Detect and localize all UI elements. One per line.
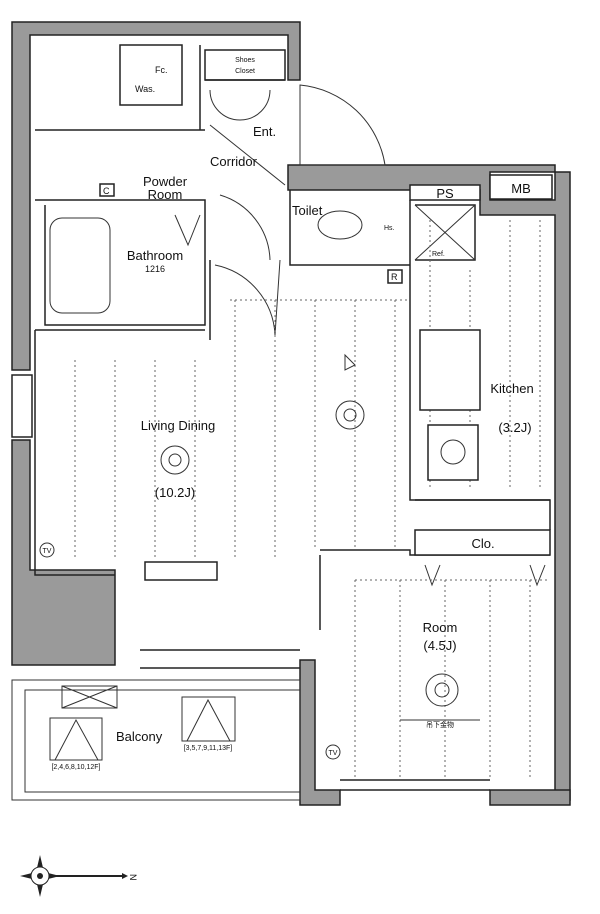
- doors: [174, 84, 546, 587]
- bathtub: [49, 217, 111, 314]
- hs-label: Hs.: [384, 225, 395, 232]
- tv-outlet-1: [39, 542, 55, 558]
- powder-room-label-2: Room: [148, 187, 183, 202]
- toilet-label: Toilet: [292, 203, 323, 218]
- interior-walls: [11, 44, 553, 801]
- r-box: [387, 269, 403, 284]
- shoes-closet-label-1: Shoes: [235, 57, 255, 64]
- corridor-label: Corridor: [210, 154, 258, 169]
- tv-label-2: TV: [329, 750, 338, 757]
- closet-label: Clo.: [471, 536, 494, 551]
- bathroom-size-label: 1216: [145, 264, 165, 274]
- room-label: Room: [423, 620, 458, 635]
- room-size: (4.5J): [423, 638, 456, 653]
- closet-c-box: [99, 183, 115, 197]
- r-label: R: [391, 272, 398, 282]
- exterior-walls: [11, 21, 571, 806]
- kitchen-size: (3.2J): [498, 420, 531, 435]
- kitchen-label: Kitchen: [490, 381, 533, 396]
- odd-floors-label: [3,5,7,9,11,13F]: [184, 745, 233, 752]
- ps-label: PS: [436, 186, 454, 201]
- powder-room-label-1: Powder: [143, 174, 188, 189]
- refrigerator-label: Ref.: [432, 251, 445, 258]
- shoes-closet-label-2: Closet: [235, 68, 255, 75]
- hanging-hardware-label: 吊下金物: [426, 720, 454, 729]
- even-floors-label: [2,4,6,8,10,12F]: [51, 764, 100, 771]
- fixtures: [11, 210, 481, 761]
- north-label: N: [128, 874, 138, 881]
- stove: [427, 424, 479, 481]
- bathroom-label: Bathroom: [127, 248, 183, 263]
- living-dining-size: (10.2J): [155, 485, 195, 500]
- ceiling-light: [160, 445, 190, 475]
- fc-label: Fc.: [155, 65, 168, 75]
- closet-c-label: C: [103, 186, 110, 196]
- toilet-bowl: [317, 210, 363, 240]
- balcony-label: Balcony: [116, 729, 163, 744]
- mb-label: MB: [511, 181, 531, 196]
- compass-icon: [20, 855, 128, 897]
- living-dining-label: Living Dining: [141, 418, 215, 433]
- tv-label-1: TV: [43, 548, 52, 555]
- window: [11, 374, 33, 438]
- washer-label: Was.: [135, 84, 155, 94]
- sink: [419, 329, 481, 411]
- tv-outlet-2: [325, 744, 341, 760]
- entrance-label: Ent.: [253, 124, 276, 139]
- window-unit: [144, 561, 218, 581]
